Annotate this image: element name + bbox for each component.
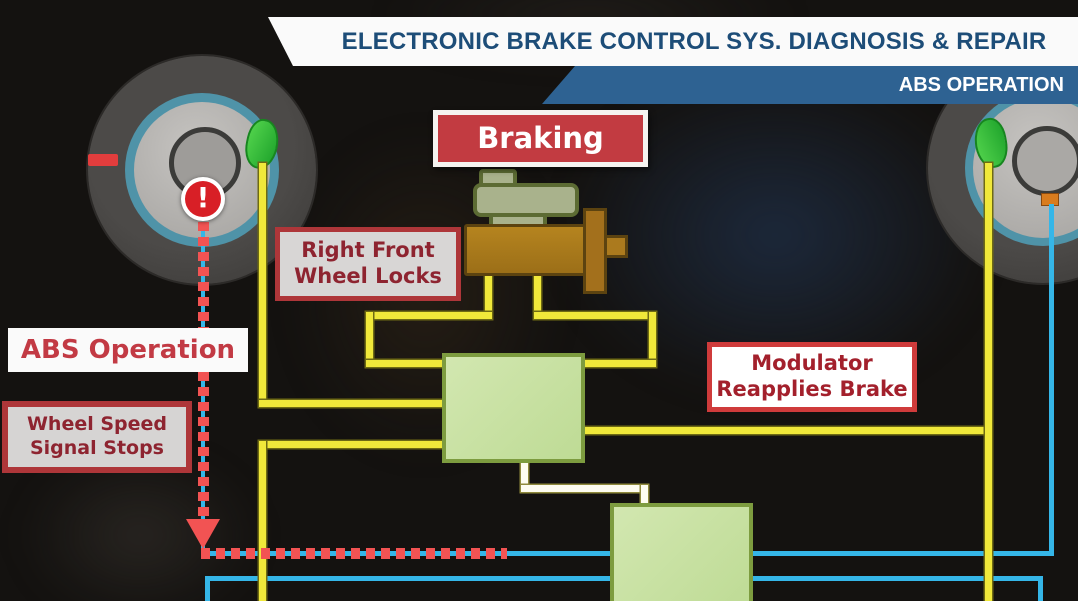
brake-line-mc-left-drop	[485, 268, 492, 319]
page-subtitle: ABS OPERATION	[898, 74, 1064, 96]
right-wheel-hub	[1012, 126, 1078, 196]
brake-line-mc-right-horizontal	[534, 312, 656, 319]
controller-line-vertical-1	[521, 461, 528, 492]
sensor-wire-right-vertical	[1049, 204, 1054, 556]
sensor-wire-left-corner-vertical	[205, 576, 210, 601]
subtitle-band: ABS OPERATION	[542, 66, 1078, 104]
page-title: ELECTRONIC BRAKE CONTROL SYS. DIAGNOSIS …	[341, 28, 1047, 55]
brake-line-mc-left-into-modulator	[366, 360, 443, 367]
title-band: ELECTRONIC BRAKE CONTROL SYS. DIAGNOSIS …	[268, 17, 1078, 66]
signal-stops-dashed-horizontal	[201, 548, 507, 559]
brake-line-mc-right-down	[649, 312, 656, 367]
controller-line-vertical-2	[641, 485, 648, 510]
brake-line-front-left-vertical	[259, 441, 266, 601]
callout-braking-text: Braking	[477, 121, 604, 155]
brake-line-mc-left-horizontal	[366, 312, 492, 319]
brake-line-right-wheel-vertical	[985, 163, 992, 601]
brake-line-mc-right-into-modulator	[585, 360, 656, 367]
background-photo-floor	[20, 450, 260, 601]
brake-line-mc-left-down	[366, 312, 373, 367]
brake-line-mc-right-drop	[534, 268, 541, 319]
signal-stops-arrow	[186, 519, 220, 549]
master-cylinder-body	[464, 224, 597, 276]
master-cylinder-reservoir	[473, 183, 579, 217]
master-cylinder-snout	[604, 235, 628, 258]
warning-icon-glyph: !	[185, 181, 221, 217]
controller-line-horizontal	[521, 485, 648, 492]
brake-line-left-wheel-horizontal	[259, 400, 443, 407]
callout-right-front-wheel-locks: Right Front Wheel Locks	[275, 227, 461, 301]
master-cylinder-flange	[583, 208, 607, 294]
brake-line-front-left-horizontal	[259, 441, 443, 448]
callout-wheel-speed-signal-stops: Wheel Speed Signal Stops	[2, 401, 192, 473]
callout-braking: Braking	[433, 110, 648, 167]
brake-line-modulator-to-right-wheel	[585, 427, 985, 434]
sensor-wire-right-corner-vertical	[1038, 576, 1043, 601]
callout-abs-operation: ABS Operation	[8, 328, 248, 372]
callout-modulator-reapplies-brake: Modulator Reapplies Brake	[707, 342, 917, 412]
left-wheel-red-tick	[88, 154, 118, 166]
brake-line-left-wheel-vertical	[259, 163, 266, 407]
abs-control-module-box	[610, 503, 753, 601]
abs-modulator-box	[442, 353, 585, 463]
